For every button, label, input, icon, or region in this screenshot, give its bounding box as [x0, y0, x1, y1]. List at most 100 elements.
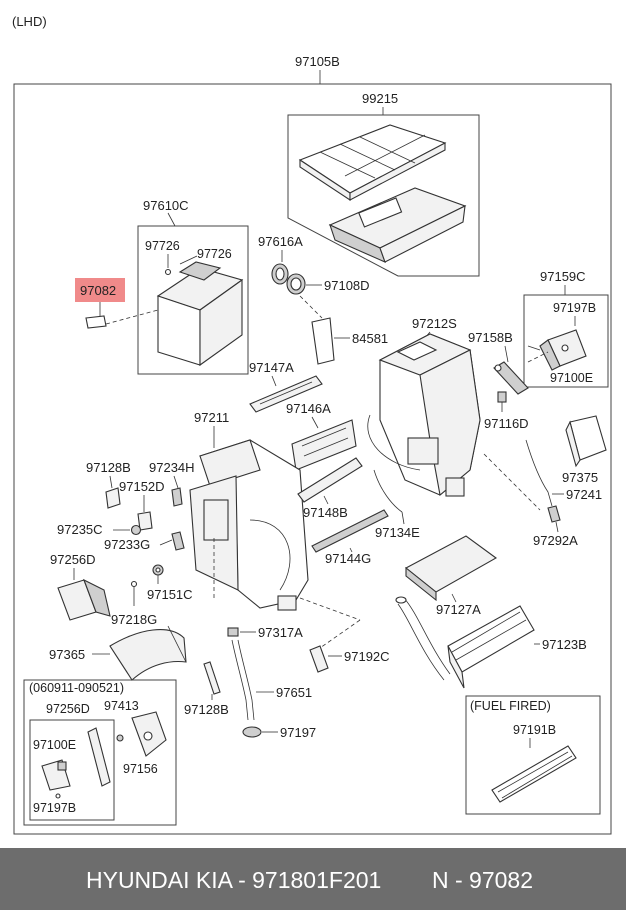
- label-97256D: 97256D: [50, 552, 96, 567]
- inset-date-title: (060911-090521): [29, 681, 124, 695]
- label-84581: 84581: [352, 331, 388, 346]
- pin-97234H: [171, 487, 183, 507]
- connector-97292A: [547, 505, 561, 523]
- filter-holder: [156, 261, 244, 367]
- lever-97152D: [137, 511, 153, 531]
- actuator-97100E: [527, 329, 587, 371]
- cabin-filter: [298, 124, 447, 202]
- heater-97191B: [491, 745, 577, 803]
- inset-clip-97413: [116, 734, 124, 742]
- cover-97127A: [405, 535, 498, 602]
- label-97116D: 97116D: [484, 416, 529, 431]
- highlight-97082: [75, 278, 125, 302]
- mount-97192C: [309, 645, 329, 673]
- label-97108D: 97108D: [324, 278, 370, 293]
- label-97375: 97375: [562, 470, 598, 485]
- inset-fuel-title: (FUEL FIRED): [470, 699, 551, 713]
- footer-bar: HYUNDAI KIA - 971801F201 N - 97082: [0, 848, 626, 910]
- label-97616A: 97616A: [258, 234, 303, 249]
- inset-fuel-fired: [465, 695, 601, 815]
- clip-97317A: [227, 627, 239, 637]
- label-97234H: 97234H: [149, 460, 195, 475]
- label-97134E: 97134E: [375, 525, 420, 540]
- inset-actuator: [41, 759, 71, 791]
- actuator-box: [523, 294, 609, 388]
- label-97192C: 97192C: [344, 649, 390, 664]
- seal-84581: [311, 317, 335, 365]
- label-97365: 97365: [49, 647, 85, 662]
- label-97151C: 97151C: [147, 587, 193, 602]
- grommet-97108D: [286, 273, 306, 295]
- filter-holder-box: [137, 225, 249, 375]
- label-97317A: 97317A: [258, 625, 303, 640]
- screw-97218G: [130, 580, 138, 588]
- label-97235C: 97235C: [57, 522, 103, 537]
- link-97128B: [105, 487, 121, 509]
- label-97144G: 97144G: [325, 551, 371, 566]
- filter-cover: [328, 187, 467, 264]
- label-97127A: 97127A: [436, 602, 481, 617]
- label-97212S: 97212S: [412, 316, 457, 331]
- link-97148B: [297, 457, 363, 503]
- label-97197: 97197: [280, 725, 316, 740]
- assembly-number-label: 97105B: [295, 54, 340, 69]
- inset-lever: [87, 727, 111, 787]
- label-97218G: 97218G: [111, 612, 157, 627]
- label-97123B: 97123B: [542, 637, 587, 652]
- drain-97197: [242, 726, 262, 738]
- label-97128B: 97128B: [86, 460, 131, 475]
- lever-97158B: [493, 361, 529, 395]
- grommet-97616A: [271, 263, 289, 285]
- label-97726-a: 97726: [145, 239, 180, 253]
- heater-core-97123B: [395, 596, 535, 689]
- label-97152D: 97152D: [119, 479, 165, 494]
- case-97211: [189, 439, 309, 611]
- label-97233G: 97233G: [104, 537, 150, 552]
- inset-label-97156: 97156: [123, 762, 158, 776]
- label-97211: 97211: [194, 410, 229, 425]
- label-97197B: 97197B: [553, 301, 596, 315]
- harness-97241: [525, 439, 553, 507]
- blower-97375: [565, 415, 607, 468]
- label-97148B: 97148B: [303, 505, 348, 520]
- sensor-97116D: [497, 391, 507, 412]
- label-97651: 97651: [276, 685, 312, 700]
- label-99215: 99215: [362, 91, 398, 106]
- label-97241: 97241: [566, 487, 602, 502]
- label-97128B-2: 97128B: [184, 702, 229, 717]
- label-97159C: 97159C: [540, 269, 586, 284]
- inset-date-range: [23, 679, 177, 826]
- label-97100E: 97100E: [550, 371, 593, 385]
- door-97146A: [291, 419, 357, 471]
- label-97082[interactable]: 97082: [80, 283, 116, 298]
- filter-box: [287, 114, 480, 277]
- screw-97726: [164, 268, 172, 276]
- inset-gear-97156: [131, 711, 167, 757]
- inset-label-97256D: 97256D: [46, 702, 90, 716]
- wire-97134E: [373, 469, 403, 513]
- label-97292A: 97292A: [533, 533, 578, 548]
- case-97212S: [367, 333, 481, 497]
- footer-reference: N - 97082: [432, 867, 534, 893]
- inset-label-97100E: 97100E: [33, 738, 76, 752]
- inset-label-97191B: 97191B: [513, 723, 556, 737]
- label-97158B: 97158B: [468, 330, 513, 345]
- label-97146A: 97146A: [286, 401, 331, 416]
- inset-label-97413: 97413: [104, 699, 139, 713]
- link-97128B-2: [203, 661, 221, 695]
- clip-97082[interactable]: [85, 315, 107, 329]
- footer-part-number: HYUNDAI KIA - 971801F201: [86, 867, 382, 893]
- label-97726-b: 97726: [197, 247, 232, 261]
- actuator-97256D: [57, 578, 111, 621]
- clip-97235C: [130, 524, 142, 536]
- gear-97151C: [152, 564, 164, 576]
- inset-label-97197B: 97197B: [33, 801, 76, 815]
- label-97610C: 97610C: [143, 198, 189, 213]
- pin-97233G: [171, 531, 185, 551]
- seal-97144G: [311, 509, 389, 553]
- assembly-frame: [13, 83, 612, 835]
- variant-label: (LHD): [12, 14, 47, 29]
- hose-97651: [231, 639, 249, 721]
- duct-97365: [109, 625, 187, 681]
- parts-diagram: (LHD) 97105B 99215 97610C 97726 97726 97…: [12, 14, 612, 835]
